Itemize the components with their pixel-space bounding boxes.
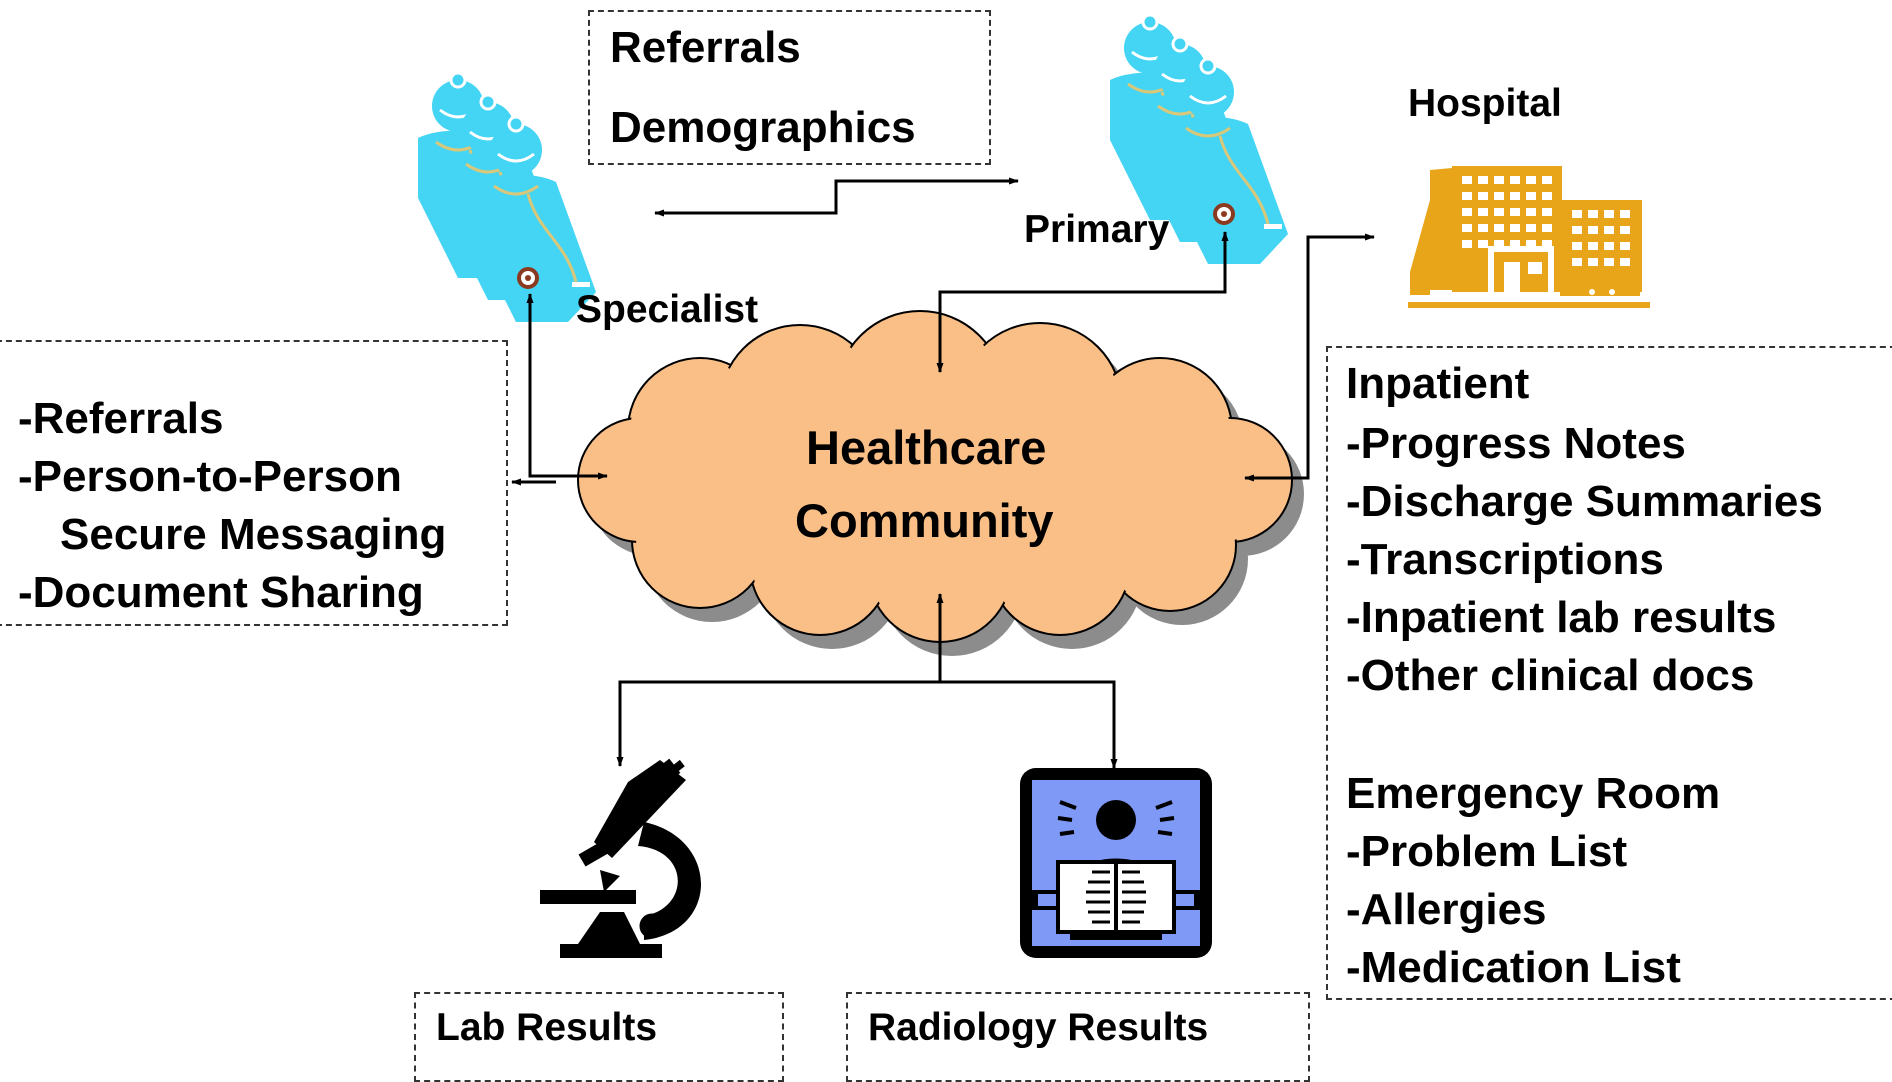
box-line: -Medication List (1346, 943, 1681, 992)
box-line: -Progress Notes (1346, 419, 1686, 468)
diagram-canvas (416, 13, 1650, 958)
referrals-demographics-box: Referrals Demographics (588, 10, 991, 165)
connectors (511, 177, 1375, 769)
section-heading: Inpatient (1346, 359, 1530, 408)
box-line: Radiology Results (868, 1006, 1209, 1049)
hospital-documents-box: Inpatient -Progress Notes -Discharge Sum… (1326, 346, 1892, 1000)
box-line: Secure Messaging (60, 510, 447, 559)
xray-viewer-icon (1020, 768, 1212, 958)
specialist-doctor-icon (416, 71, 598, 324)
box-line: Lab Results (436, 1006, 658, 1049)
box-line: -Referrals (18, 394, 224, 443)
cloud-label-line2: Community (795, 494, 1054, 547)
specialist-services-box: -Referrals -Person-to-Person Secure Mess… (0, 340, 508, 626)
box-line: -Document Sharing (18, 568, 424, 617)
microscope-icon (540, 758, 701, 958)
box-line: -Allergies (1346, 885, 1547, 934)
primary-label: Primary (1024, 208, 1170, 251)
section-heading: Emergency Room (1346, 769, 1721, 818)
box-line: -Other clinical docs (1346, 651, 1755, 700)
cloud-label-line1: Healthcare (806, 421, 1047, 474)
box-line: -Person-to-Person (18, 452, 402, 501)
radiology-results-box: Radiology Results (846, 992, 1310, 1082)
lab-results-box: Lab Results (414, 992, 784, 1082)
box-line: Referrals (610, 23, 801, 72)
hospital-label: Hospital (1408, 82, 1562, 125)
specialist-label: Specialist (576, 288, 759, 331)
primary-doctor-icon (1108, 13, 1290, 266)
box-line: -Discharge Summaries (1346, 477, 1823, 526)
box-line: -Transcriptions (1346, 535, 1664, 584)
box-line: Demographics (610, 103, 916, 152)
box-line: -Problem List (1346, 827, 1628, 876)
hospital-building-icon (1408, 166, 1650, 308)
box-line: -Inpatient lab results (1346, 593, 1777, 642)
healthcare-community-cloud (577, 310, 1304, 656)
